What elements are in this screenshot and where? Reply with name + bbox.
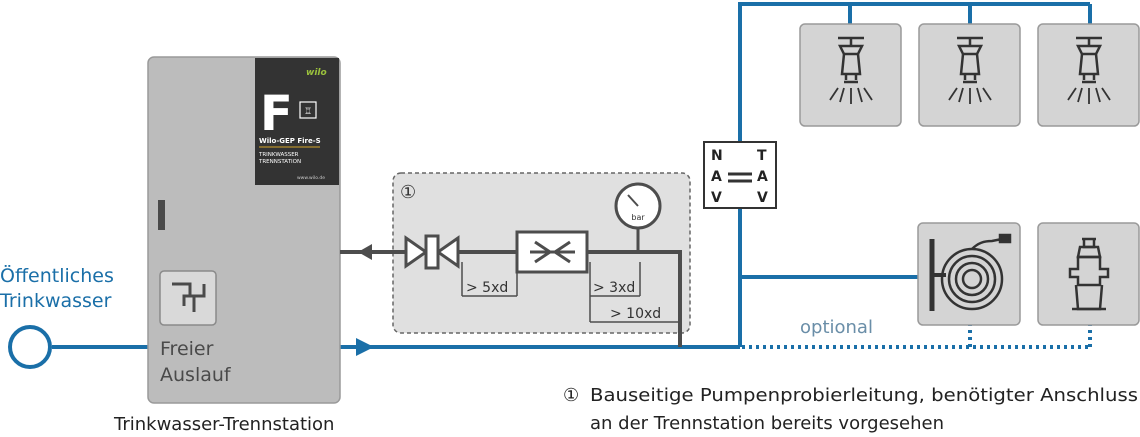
outlet-label-line2: Auslauf	[160, 364, 232, 386]
gate-valve-icon	[404, 234, 460, 270]
free-outlet-symbol	[159, 270, 217, 326]
sprinkler-icon	[1067, 36, 1111, 104]
optional-line	[742, 325, 1092, 349]
panel-sub-line2: TRENNSTATION	[258, 159, 301, 165]
brand-logo: wilo	[306, 68, 327, 78]
inlet-label-line2: Trinkwasser	[0, 290, 112, 312]
flow-arrow	[356, 338, 374, 356]
footnote-line2: an der Trennstation bereits vorgesehen	[590, 413, 944, 434]
sprinkler-icon	[948, 36, 992, 104]
panel-product-name: Wilo-GEP Fire-S	[259, 137, 321, 145]
nav-n: N	[711, 148, 723, 164]
panel-icon-glyph: ♖	[304, 107, 312, 117]
footnote-marker: ①	[563, 385, 579, 406]
hydrant-icon	[1068, 237, 1110, 311]
panel-url: www.wilo.de	[297, 175, 325, 181]
sprinkler-group	[799, 23, 1140, 127]
product-panel	[255, 58, 339, 185]
nav-a: A	[711, 169, 722, 185]
pump-test-line: ① bar > 5xd >	[340, 172, 691, 347]
nav-v: V	[711, 190, 722, 206]
test-line-arrow	[358, 244, 372, 260]
distance-10xd: > 10xd	[610, 306, 661, 322]
hydrant-box	[1037, 222, 1140, 326]
hose-reel-icon	[929, 233, 1012, 311]
panel-sub-line1: TRINKWASSER	[258, 152, 299, 158]
sprinkler-box-2	[918, 23, 1021, 127]
tav-t: T	[757, 148, 767, 164]
tav-v: V	[757, 190, 768, 206]
panel-letter: F	[260, 86, 293, 142]
sprinkler-box-3	[1037, 23, 1140, 127]
panel-sprinkler-icon	[299, 101, 317, 119]
flow-meter-icon	[515, 230, 589, 274]
trennstation-cabinet: wilo F ♖ Wilo-GEP Fire-S TRINKWASSER TRE…	[147, 56, 341, 404]
station-caption: Trinkwasser-Trennstation	[113, 414, 334, 435]
cabinet-handle	[158, 200, 165, 230]
distance-5xd: > 5xd	[466, 280, 508, 296]
distance-3xd: > 3xd	[593, 280, 635, 296]
sprinkler-box-1	[799, 23, 902, 127]
tav-a: A	[757, 169, 768, 185]
sprinkler-icon	[829, 36, 873, 104]
hose-reel-box	[917, 222, 1021, 326]
gauge-unit: bar	[631, 213, 645, 222]
nav-tav-valve: N A V T A V	[703, 141, 777, 209]
outlet-label-line1: Freier	[160, 338, 214, 360]
optional-label: optional	[800, 317, 873, 338]
inlet-connection	[8, 325, 52, 369]
inlet-label-line1: Öffentliches	[0, 264, 114, 287]
pressure-gauge-icon: bar	[614, 182, 662, 230]
test-line-marker: ①	[400, 182, 416, 203]
footnote-line1: Bauseitige Pumpenprobierleitung, benötig…	[590, 385, 1138, 406]
